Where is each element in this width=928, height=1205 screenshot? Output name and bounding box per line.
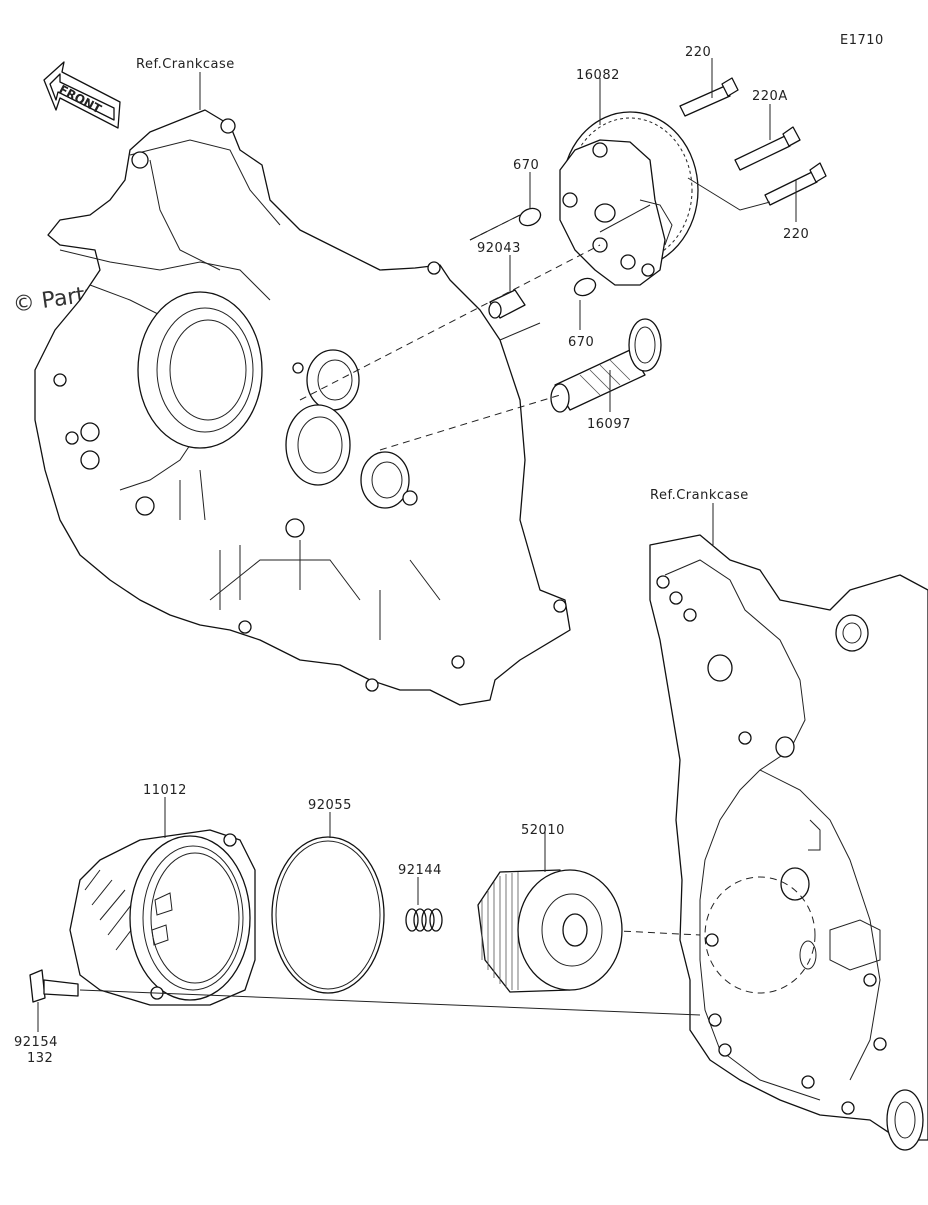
label-132: 132 [27, 1051, 53, 1066]
oring-670-bottom [573, 277, 597, 297]
label-16082: 16082 [576, 68, 620, 83]
strainer-16097 [550, 318, 662, 413]
label-92144: 92144 [398, 863, 442, 878]
oring-92055 [271, 836, 385, 994]
label-11012: 11012 [143, 783, 187, 798]
label-220-right: 220 [783, 227, 809, 242]
leader-lines [37, 58, 797, 1032]
filter-cover-11012 [69, 829, 256, 1006]
label-92154: 92154 [14, 1035, 58, 1050]
label-ref-crankcase-left: Ref.Crankcase [136, 57, 235, 72]
left-crankcase [34, 109, 571, 706]
label-220-top: 220 [685, 45, 711, 60]
oring-92055-inner [275, 840, 381, 990]
diagram-code: E1710 [840, 33, 884, 48]
right-crankcase [649, 534, 928, 1151]
bolt-220-right [764, 162, 827, 206]
bolt-220-top [679, 77, 739, 117]
spring-92144 [405, 908, 443, 932]
collar-92043 [488, 289, 526, 319]
label-16097: 16097 [587, 417, 631, 432]
bolt-leader [687, 177, 771, 211]
alignment-lines [299, 204, 701, 936]
label-220A: 220A [752, 89, 788, 104]
label-92043: 92043 [477, 241, 521, 256]
label-670-top: 670 [513, 158, 539, 173]
bolt-92154-line [79, 989, 701, 1016]
front-arrow-icon: FRONT [43, 61, 121, 129]
label-ref-crankcase-right: Ref.Crankcase [650, 488, 749, 503]
label-92055: 92055 [308, 798, 352, 813]
oil-filter-52010 [477, 869, 623, 993]
oring-670-top [518, 207, 542, 227]
label-52010: 52010 [521, 823, 565, 838]
bolt-220A [734, 126, 801, 171]
bolt-92154 [29, 969, 79, 1003]
label-670-bottom: 670 [568, 335, 594, 350]
oil-pump [559, 111, 699, 286]
